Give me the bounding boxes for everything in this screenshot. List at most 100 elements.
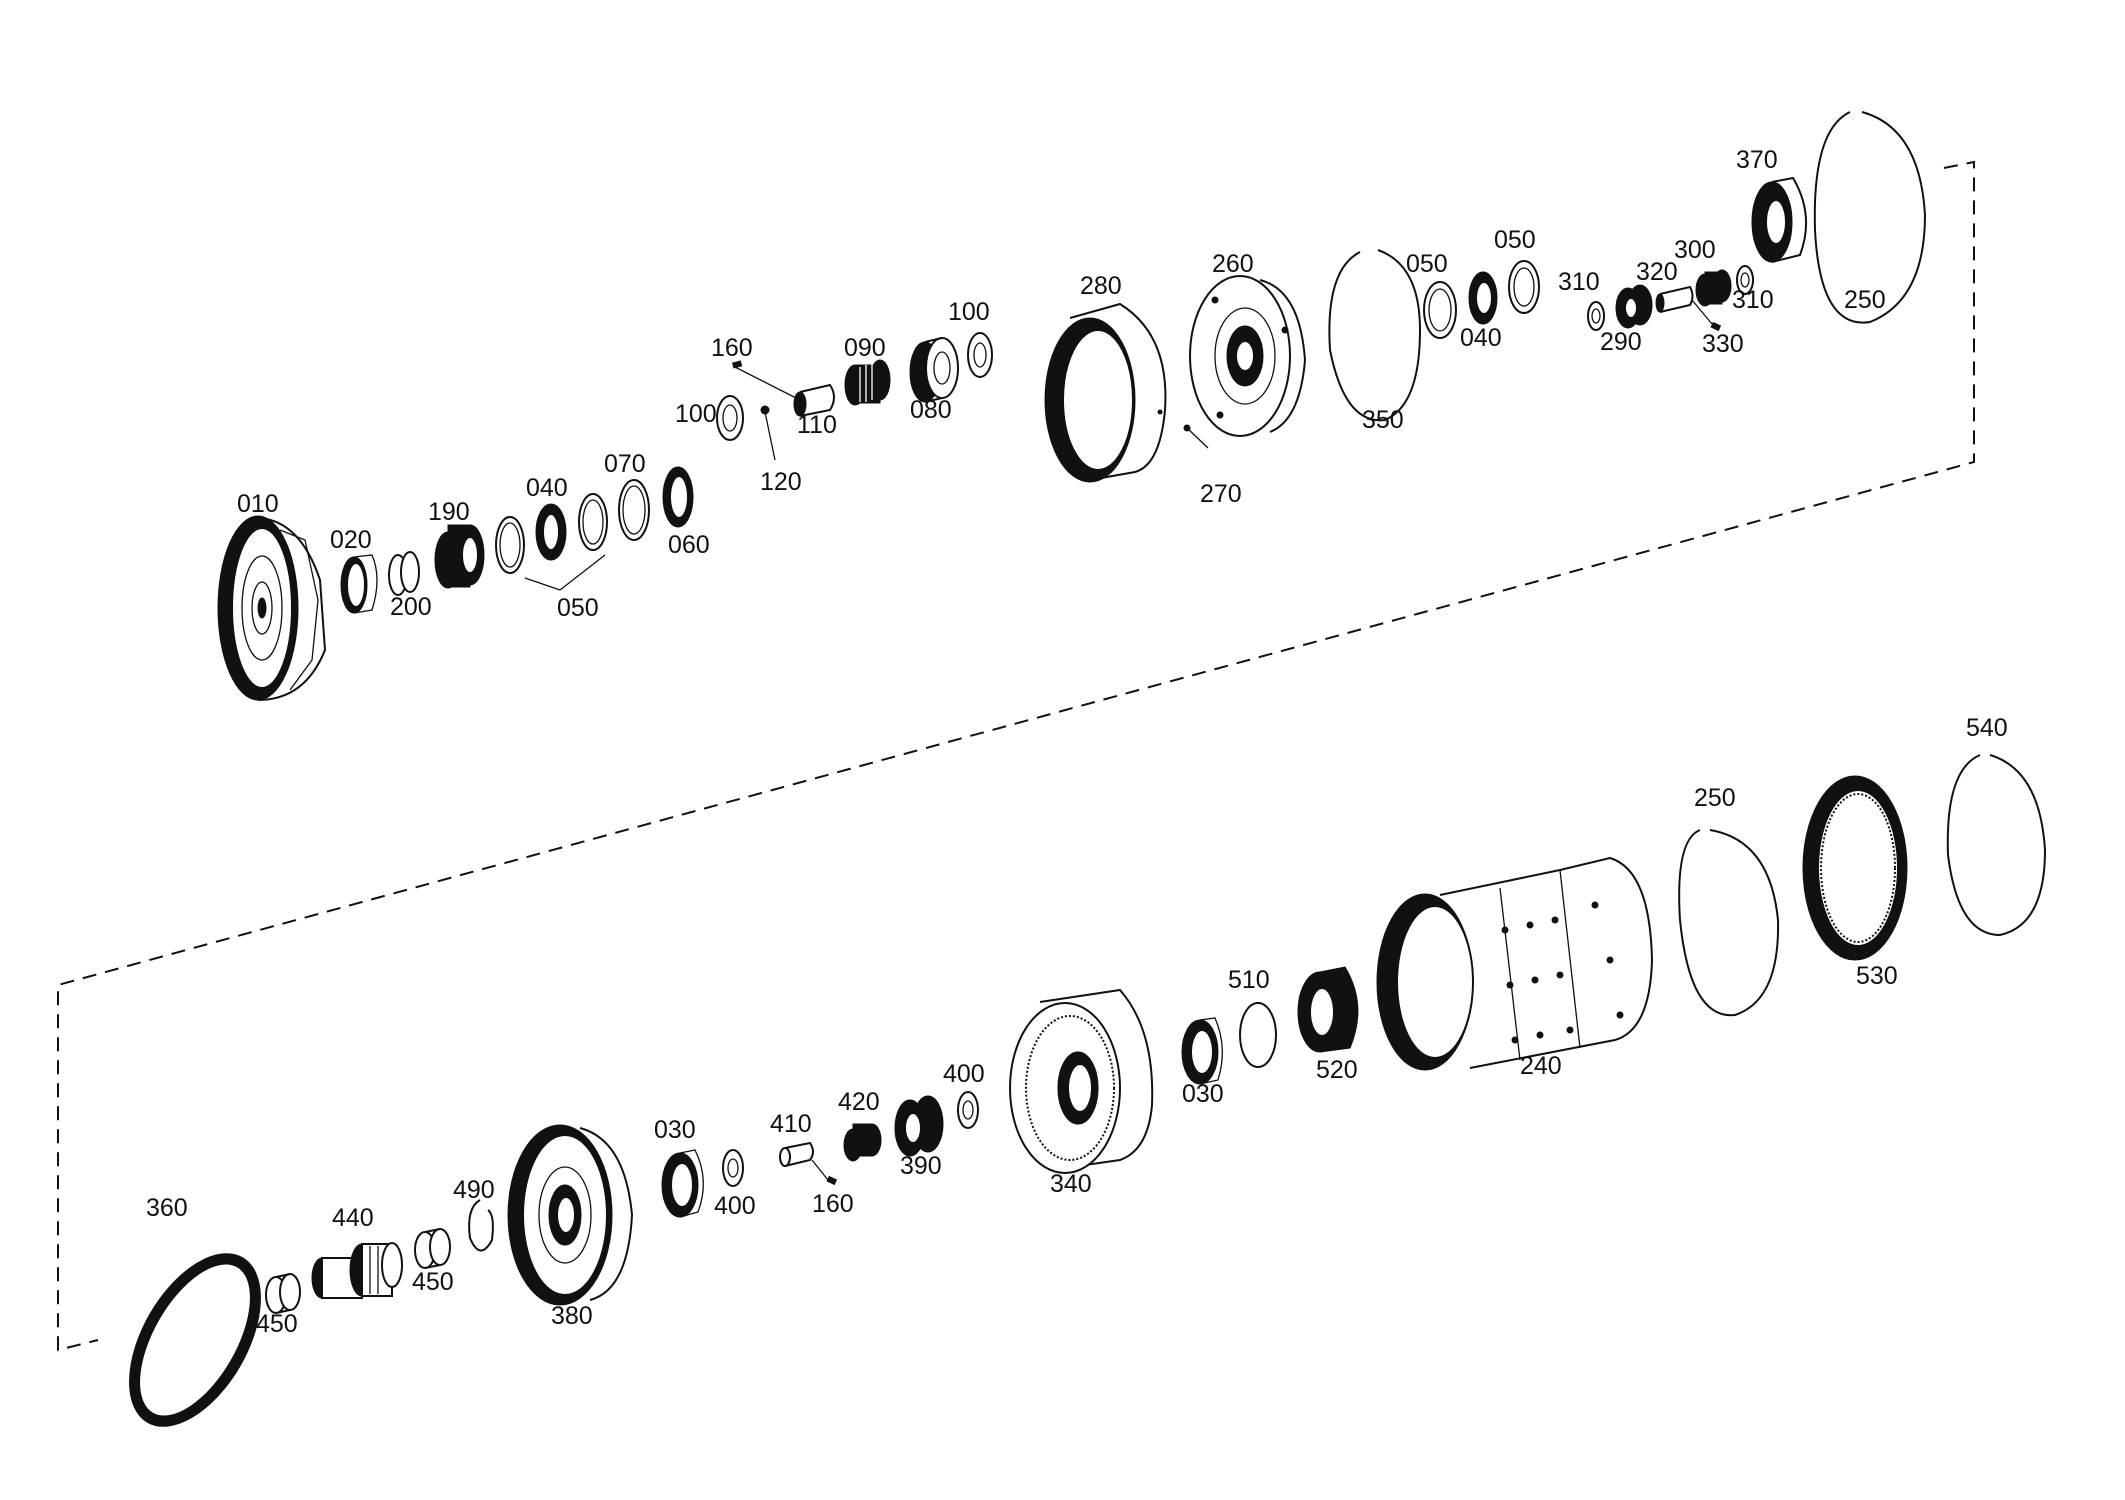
- label-450-right: 450: [412, 1268, 454, 1296]
- part-240-clutch-drum[interactable]: [1376, 856, 1654, 1071]
- part-100-washer-left[interactable]: [716, 395, 744, 441]
- part-050-washer-top-b[interactable]: [1508, 260, 1540, 314]
- part-350-snap-ring[interactable]: [1328, 249, 1422, 422]
- part-070-ring[interactable]: [618, 479, 650, 541]
- label-390: 390: [900, 1152, 942, 1180]
- part-200-sleeve[interactable]: [388, 551, 420, 596]
- label-400-right: 400: [943, 1060, 985, 1088]
- label-490: 490: [453, 1176, 495, 1204]
- part-360-seal[interactable]: [102, 1232, 287, 1449]
- label-160-top: 160: [711, 334, 753, 362]
- part-010-housing[interactable]: [217, 515, 327, 701]
- part-410-pin[interactable]: [779, 1141, 814, 1167]
- part-050-washer-left[interactable]: [495, 516, 525, 574]
- label-010: 010: [237, 490, 279, 518]
- leader-lines: [524, 299, 1713, 1181]
- label-240: 240: [1520, 1052, 1562, 1080]
- part-160-small-pin-bottom[interactable]: [826, 1175, 838, 1186]
- label-100-left: 100: [675, 400, 717, 428]
- part-380-planet-carrier[interactable]: [507, 1124, 634, 1306]
- part-440-shaft[interactable]: [311, 1242, 403, 1299]
- part-250-ring-bottom[interactable]: [1678, 829, 1780, 1017]
- part-540-ring[interactable]: [1946, 754, 2047, 937]
- part-400-washer-right[interactable]: [957, 1091, 979, 1129]
- label-410: 410: [770, 1110, 812, 1138]
- part-labels: 010 020 200 190 040 050 070 060 100 160 …: [146, 146, 2008, 1338]
- label-030-right: 030: [1182, 1080, 1224, 1108]
- label-060: 060: [668, 531, 710, 559]
- part-060-disc[interactable]: [662, 466, 694, 528]
- part-320-pin[interactable]: [1655, 285, 1694, 313]
- label-050-left: 050: [557, 594, 599, 622]
- part-080-planet-gear[interactable]: [909, 337, 959, 403]
- label-250-bottom: 250: [1694, 784, 1736, 812]
- part-110-pin[interactable]: [793, 383, 835, 417]
- part-400-washer-left[interactable]: [722, 1149, 744, 1187]
- part-030-seal-right[interactable]: [1181, 1017, 1223, 1085]
- part-050-washer-top-a[interactable]: [1423, 281, 1457, 339]
- label-280: 280: [1080, 272, 1122, 300]
- label-380: 380: [551, 1302, 593, 1330]
- part-310-washer-right[interactable]: [1736, 265, 1754, 295]
- label-440: 440: [332, 1204, 374, 1232]
- label-040-left: 040: [526, 474, 568, 502]
- label-110: 110: [797, 411, 837, 439]
- part-330-small-pin[interactable]: [1710, 321, 1722, 332]
- part-260-planet-carrier[interactable]: [1189, 275, 1307, 437]
- label-070: 070: [604, 450, 646, 478]
- assembly-connector-line: [57, 160, 1975, 1352]
- part-280-ring-gear[interactable]: [1044, 302, 1167, 483]
- label-310-right: 310: [1732, 286, 1774, 314]
- part-190-gear[interactable]: [434, 524, 485, 589]
- label-370: 370: [1736, 146, 1778, 174]
- label-030-left: 030: [654, 1116, 696, 1144]
- part-530-internal-gear-ring[interactable]: [1802, 775, 1908, 961]
- part-090-needle-bearing[interactable]: [844, 359, 891, 406]
- label-160-bottom: 160: [812, 1190, 854, 1218]
- label-250-top: 250: [1844, 286, 1886, 314]
- label-420: 420: [838, 1088, 880, 1116]
- part-050-washer-right[interactable]: [578, 493, 608, 551]
- part-340-ring-gear-drum[interactable]: [1009, 988, 1154, 1174]
- label-050-top-a: 050: [1406, 250, 1448, 278]
- part-390-planet-gear[interactable]: [894, 1095, 944, 1157]
- label-040-top: 040: [1460, 324, 1502, 352]
- part-420-needle-bearing[interactable]: [843, 1123, 882, 1162]
- part-030-seal-left[interactable]: [661, 1149, 704, 1218]
- label-050-top-b: 050: [1494, 226, 1536, 254]
- part-310-washer-left[interactable]: [1587, 301, 1605, 331]
- label-360: 360: [146, 1194, 188, 1222]
- label-100-right: 100: [948, 298, 990, 326]
- label-020: 020: [330, 526, 372, 554]
- part-450-sleeve-left[interactable]: [265, 1273, 301, 1314]
- label-190: 190: [428, 498, 470, 526]
- label-270: 270: [1200, 480, 1242, 508]
- label-080: 080: [910, 396, 952, 424]
- label-530: 530: [1856, 962, 1898, 990]
- part-040-disc[interactable]: [535, 503, 567, 561]
- part-040-disc-top[interactable]: [1468, 271, 1498, 325]
- label-450-left: 450: [256, 1310, 298, 1338]
- part-520-gear[interactable]: [1297, 966, 1359, 1053]
- part-290-planet-gear[interactable]: [1615, 284, 1653, 329]
- label-320: 320: [1636, 258, 1678, 286]
- part-100-washer-right[interactable]: [967, 332, 993, 378]
- label-120: 120: [760, 468, 802, 496]
- label-300: 300: [1674, 236, 1716, 264]
- label-340: 340: [1050, 1170, 1092, 1198]
- label-290: 290: [1600, 328, 1642, 356]
- part-250-ring-top[interactable]: [1813, 111, 1927, 324]
- part-020-bearing[interactable]: [340, 554, 378, 614]
- label-090: 090: [844, 334, 886, 362]
- label-330: 330: [1702, 330, 1744, 358]
- part-450-sleeve-right[interactable]: [414, 1228, 451, 1269]
- label-520: 520: [1316, 1056, 1358, 1084]
- label-400-left: 400: [714, 1192, 756, 1220]
- part-300-needle-bearing[interactable]: [1695, 269, 1732, 307]
- part-370-bearing[interactable]: [1751, 176, 1808, 263]
- label-510: 510: [1228, 966, 1270, 994]
- label-260: 260: [1212, 250, 1254, 278]
- part-490-snap-ring[interactable]: [468, 1199, 494, 1252]
- part-510-snap-ring[interactable]: [1239, 1002, 1277, 1068]
